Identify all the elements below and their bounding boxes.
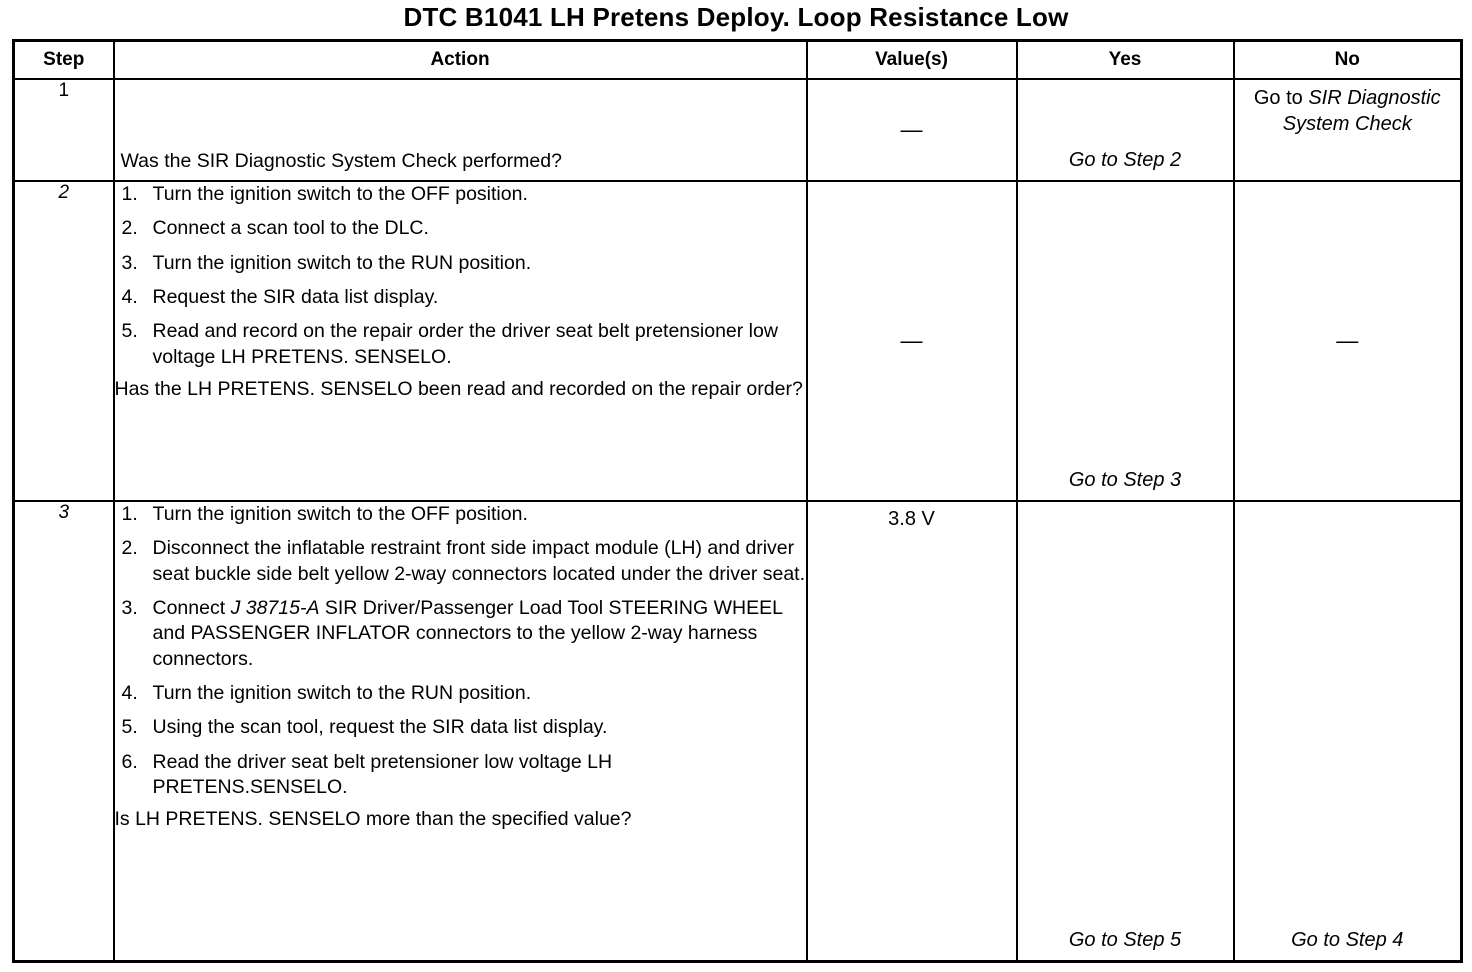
list-item: 2. Disconnect the inflatable restraint fr… (115, 536, 806, 587)
yes-action-text: Go to Step 5 (1068, 929, 1182, 952)
no-cell: Go to Step 4 (1232, 500, 1463, 963)
list-item: 2. Connect a scan tool to the DLC. (115, 216, 806, 241)
yes-cell: Go to Step 5 (1015, 500, 1235, 963)
list-marker: 4. (121, 682, 138, 705)
step-number: 2 (58, 182, 70, 203)
tool-designation: J 38715-A (230, 597, 320, 620)
yes-action-text: Go to Step 2 (1068, 149, 1182, 172)
list-text: Connect a scan tool to the DLC. (152, 217, 429, 240)
list-marker: 1. (121, 503, 138, 525)
no-cell: Go to SIR Diagnostic System Check (1232, 78, 1463, 182)
header-row: Step Action Value(s) Yes No (12, 39, 1463, 80)
diagnostic-table-wrapper: Step Action Value(s) Yes No 1 Was the SI… (12, 39, 1463, 963)
list-marker: 1. (121, 183, 138, 205)
action-step-list: 1. Turn the ignition switch to the OFF po… (115, 502, 806, 800)
step-number-cell: 3 (12, 500, 115, 963)
list-item: 1. Turn the ignition switch to the OFF po… (115, 502, 806, 527)
action-question: Has the LH PRETENS. SENSELO been read an… (114, 378, 803, 401)
list-text: Using the scan tool, request the SIR dat… (152, 716, 608, 739)
column-header-value: Value(s) (805, 39, 1018, 80)
list-marker: 5. (121, 320, 138, 343)
page-title: DTC B1041 LH Pretens Deploy. Loop Resist… (403, 2, 1069, 32)
value-text: — (900, 117, 923, 142)
step-number: 1 (58, 80, 70, 101)
action-cell: Was the SIR Diagnostic System Check perf… (112, 78, 808, 182)
list-text: Read and record on the repair order the … (152, 320, 778, 368)
yes-cell: Go to Step 3 (1015, 180, 1235, 502)
step-number: 3 (58, 502, 70, 523)
table-row: 1 Was the SIR Diagnostic System Check pe… (12, 78, 1463, 182)
list-text: Turn the ignition switch to the RUN posi… (152, 682, 532, 705)
list-text: Request the SIR data list display. (152, 286, 439, 309)
table-row: 2 1. Turn the ignition switch to the OFF … (12, 180, 1463, 502)
list-item: 1. Turn the ignition switch to the OFF po… (115, 182, 806, 207)
list-marker: 3. (121, 251, 138, 274)
list-item: 6. Read the driver seat belt pretensioner… (115, 750, 806, 801)
list-item: 3. Connect J 38715-A SIR Driver/Passenger… (115, 596, 806, 672)
list-marker: 6. (121, 750, 138, 773)
action-question: Is LH PRETENS. SENSELO more than the spe… (114, 808, 632, 831)
value-cell: — (805, 180, 1018, 502)
value-cell: 3.8 V (805, 500, 1018, 963)
list-item: 5. Read and record on the repair order th… (115, 319, 806, 370)
list-item: 5. Using the scan tool, request the SIR d… (115, 715, 806, 740)
list-text: Read the driver seat belt pretensioner l… (152, 750, 613, 799)
column-header-action: Action (112, 39, 808, 80)
list-item: 3. Turn the ignition switch to the RUN po… (115, 251, 806, 276)
yes-action-text: Go to Step 3 (1068, 469, 1182, 492)
list-marker: 5. (121, 716, 138, 739)
column-header-step: Step (12, 39, 115, 80)
diagnostic-table: Step Action Value(s) Yes No 1 Was the SI… (12, 39, 1463, 963)
list-text: Connect J 38715-A SIR Driver/Passenger L… (153, 597, 783, 670)
no-cell: — (1232, 180, 1463, 502)
action-step-list: 1. Turn the ignition switch to the OFF po… (115, 182, 806, 370)
table-row: 3 1. Turn the ignition switch to the OFF … (12, 500, 1463, 963)
column-header-yes: Yes (1015, 39, 1235, 80)
table-body: 1 Was the SIR Diagnostic System Check pe… (12, 78, 1463, 963)
list-marker: 2. (121, 217, 138, 240)
yes-cell: Go to Step 2 (1015, 78, 1235, 182)
no-action-text: Go to SIR Diagnostic System Check (1235, 86, 1461, 137)
list-text: Turn the ignition switch to the RUN posi… (152, 251, 532, 274)
table-header: Step Action Value(s) Yes No (12, 39, 1463, 80)
list-text: Turn the ignition switch to the OFF posi… (152, 503, 528, 525)
list-item: 4. Turn the ignition switch to the RUN po… (115, 681, 806, 706)
list-text-post: SIR Driver/Passenger Load Tool STEERING … (152, 597, 783, 670)
value-cell: — (805, 78, 1018, 182)
list-text: Turn the ignition switch to the OFF posi… (152, 183, 528, 205)
list-marker: 3. (121, 597, 138, 620)
value-text: 3.8 V (888, 508, 935, 530)
action-cell: 1. Turn the ignition switch to the OFF po… (112, 500, 808, 963)
no-action-text: Go to Step 4 (1291, 929, 1404, 952)
no-action-reference: SIR Diagnostic System Check (1282, 87, 1441, 135)
action-question: Was the SIR Diagnostic System Check perf… (120, 149, 562, 172)
step-number-cell: 1 (12, 78, 115, 182)
list-text: Disconnect the inflatable restraint fron… (152, 537, 806, 585)
action-cell: 1. Turn the ignition switch to the OFF po… (112, 180, 808, 502)
column-header-no: No (1232, 39, 1463, 80)
no-action-text: — (1336, 328, 1359, 353)
no-action-prefix: Go to (1253, 87, 1309, 109)
list-item: 4. Request the SIR data list display. (115, 285, 806, 310)
list-marker: 4. (121, 286, 138, 309)
list-marker: 2. (121, 537, 138, 560)
value-text: — (900, 328, 923, 353)
step-number-cell: 2 (12, 180, 115, 502)
list-text-pre: Connect (152, 597, 231, 620)
